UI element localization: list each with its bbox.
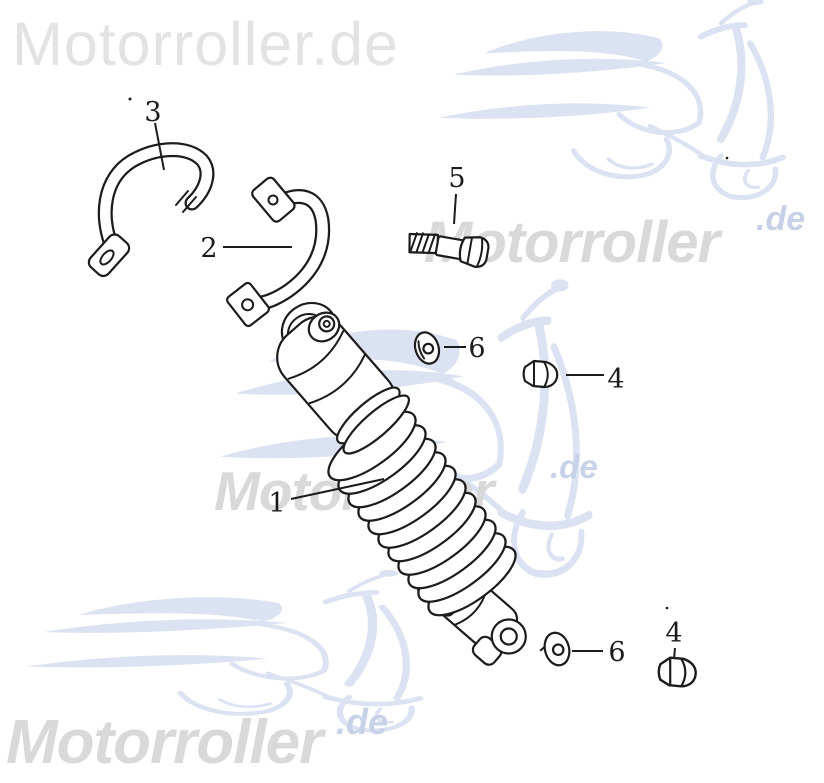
callout-label-4-upper: 4	[607, 364, 624, 395]
callout-label-2: 2	[200, 233, 217, 264]
watermark-text-bottom-left: Motorroller	[6, 708, 323, 777]
watermark-tld-bottom-left: .de	[336, 701, 389, 742]
callout-label-3: 3	[144, 97, 161, 128]
part-washer-upper	[413, 331, 441, 365]
part-shock-absorber	[276, 301, 527, 666]
callout-label-5: 5	[448, 163, 465, 194]
callout-label-6-lower: 6	[608, 637, 625, 668]
part-hex-bolt	[408, 232, 490, 268]
watermark-tld-mid-right: .de	[756, 200, 806, 238]
part-cap-nut-lower	[657, 656, 697, 688]
callout-label-4-lower: 4	[665, 618, 682, 649]
part-cap-nut-upper	[522, 359, 559, 389]
ink-speck	[665, 606, 669, 610]
part-washer-lower	[539, 631, 571, 667]
callout-label-6-upper: 6	[468, 333, 485, 364]
callout-5: 5	[448, 163, 466, 225]
callout-label-1: 1	[268, 488, 285, 519]
watermark-tld-center: .de	[550, 448, 598, 485]
callout-6-lower: 6	[572, 637, 626, 668]
callout-2: 2	[200, 233, 292, 264]
watermark-text-top-left: Motorroller.de	[12, 10, 399, 78]
ink-speck	[725, 156, 729, 160]
ink-speck	[128, 97, 132, 101]
part-bracket-long	[87, 142, 215, 278]
callout-4-upper: 4	[566, 364, 625, 395]
callout-1: 1	[268, 478, 385, 519]
callout-4-lower: 4	[665, 618, 683, 660]
callout-3: 3	[144, 97, 165, 171]
callout-6-upper: 6	[444, 333, 486, 364]
part-bracket-short	[226, 176, 331, 328]
